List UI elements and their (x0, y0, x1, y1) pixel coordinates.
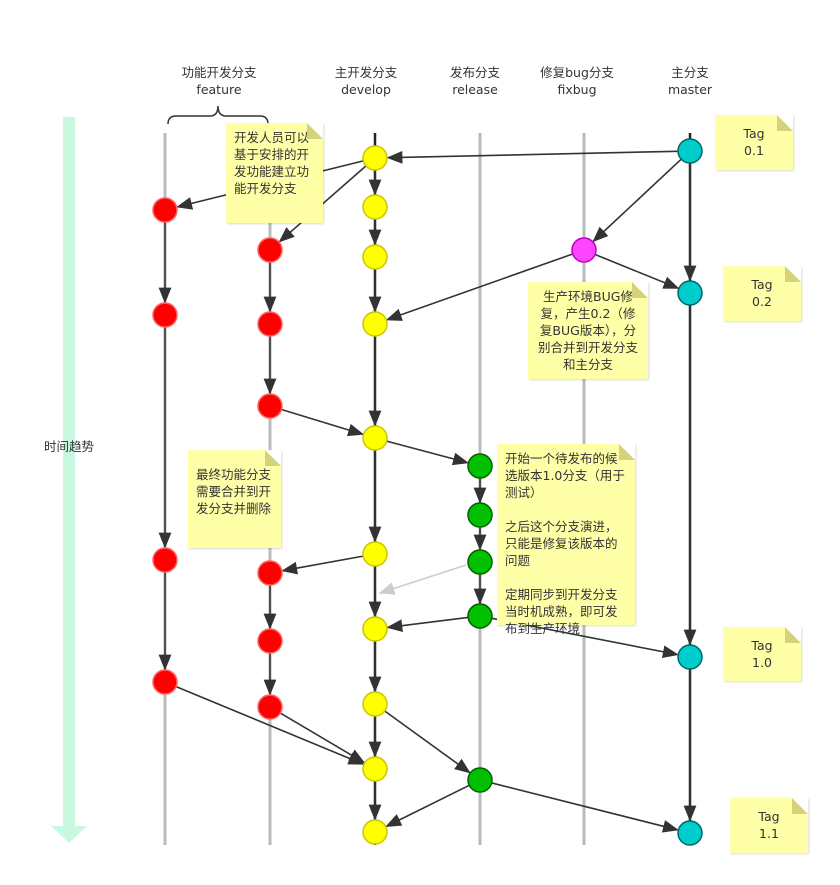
merge-arrow (386, 616, 469, 632)
merge-arrow (281, 555, 364, 575)
tag-note-1-0: Tag 1.0 (723, 627, 801, 681)
develop-commit-node (362, 616, 388, 642)
fixbug-commit-node (571, 237, 597, 263)
develop-commit-node (362, 541, 388, 567)
feature-commit-node (257, 694, 283, 720)
feature-commit-node (152, 669, 178, 695)
merge-arrow (592, 158, 682, 243)
tag-version: 1.1 (759, 826, 779, 841)
header-fixbug: 修复bug分支 fixbug (517, 64, 637, 98)
develop-commit-node (362, 819, 388, 845)
master-commit-node (677, 280, 703, 306)
tag-note-0-1: Tag 0.1 (715, 115, 793, 170)
merge-arrow (385, 784, 470, 827)
develop-commit-node (362, 311, 388, 337)
feature-commit-node (257, 237, 283, 263)
tag-label: Tag (743, 126, 765, 141)
release-commit-node (467, 502, 493, 528)
tag-label: Tag (751, 638, 773, 653)
merge-arrow (386, 440, 469, 466)
release-commit-node (467, 453, 493, 479)
develop-commit-node (362, 756, 388, 782)
note-feature-create: 开发人员可以基于安排的开发功能建立功能开发分支 (226, 123, 323, 223)
note-bugfix: 生产环境BUG修复，产生0.2（修复BUG版本），分别合并到开发分支和主分支 (528, 282, 648, 379)
time-arrow-head (51, 826, 87, 843)
develop-commit-node (362, 244, 388, 270)
feature-commit-node (257, 560, 283, 586)
feature-commit-node (152, 547, 178, 573)
header-en: release (452, 82, 498, 97)
tag-version: 0.2 (752, 294, 772, 309)
sync-arrow (378, 564, 467, 595)
merge-arrow (491, 782, 679, 833)
feature-commit-node (257, 628, 283, 654)
tag-note-1-1: Tag 1.1 (730, 798, 808, 853)
header-cn: 功能开发分支 (181, 65, 257, 80)
header-feature: 功能开发分支 feature (159, 64, 279, 98)
tag-version: 0.1 (744, 143, 764, 158)
merge-arrow (385, 253, 573, 321)
note-release-line1: 开始一个待发布的候选版本1.0分支（用于测试） (505, 451, 625, 500)
note-release: 开始一个待发布的候选版本1.0分支（用于测试） 之后这个分支演进，只能是修复该版… (497, 444, 635, 636)
master-commit-node (677, 644, 703, 670)
header-en: feature (196, 82, 242, 97)
master-commit-node (677, 138, 703, 164)
merge-arrow (175, 685, 365, 765)
header-cn: 发布分支 (449, 65, 500, 80)
note-feature-merge: 最终功能分支需要合并到开发分支并删除 (188, 450, 281, 548)
develop-commit-node (362, 145, 388, 171)
header-en: fixbug (557, 82, 597, 97)
header-develop: 主开发分支 develop (306, 64, 426, 98)
feature-brace (167, 105, 269, 125)
header-cn: 主开发分支 (334, 65, 398, 80)
time-label: 时间趋势 (44, 439, 95, 454)
release-commit-node (467, 603, 493, 629)
develop-commit-node (362, 194, 388, 220)
header-en: develop (341, 82, 391, 97)
release-commit-node (467, 549, 493, 575)
header-release: 发布分支 release (415, 64, 535, 98)
note-release-line3: 定期同步到开发分支当时机成熟，即可发布到生产环境 (505, 587, 618, 636)
develop-commit-node (362, 425, 388, 451)
feature-commit-node (152, 197, 178, 223)
develop-commit-node (362, 691, 388, 717)
note-release-line2: 之后这个分支演进，只能是修复该版本的问题 (505, 519, 618, 568)
time-arrow-shaft (63, 117, 75, 829)
header-cn: 修复bug分支 (540, 65, 614, 80)
merge-arrow (281, 408, 365, 437)
merge-arrow (594, 253, 680, 289)
tag-note-0-2: Tag 0.2 (723, 266, 801, 321)
merge-arrow (386, 150, 679, 164)
feature-commit-node (257, 311, 283, 337)
tag-label: Tag (758, 809, 780, 824)
feature-commit-node (257, 393, 283, 419)
master-commit-node (677, 820, 703, 846)
tag-label: Tag (751, 277, 773, 292)
header-master: 主分支 master (630, 64, 750, 98)
tag-version: 1.0 (752, 655, 772, 670)
feature-commit-node (152, 302, 178, 328)
header-cn: 主分支 (671, 65, 709, 80)
release-commit-node (467, 767, 493, 793)
merge-arrow (279, 712, 366, 764)
merge-arrow (384, 710, 471, 774)
header-en: master (667, 82, 713, 97)
